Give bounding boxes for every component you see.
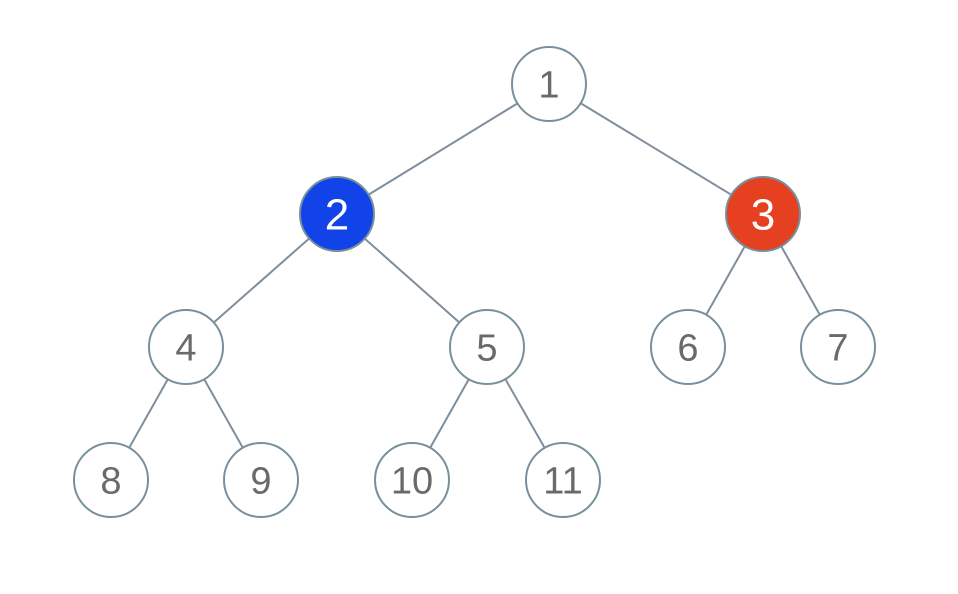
tree-node-7[interactable]: [800, 309, 876, 385]
tree-node-5[interactable]: [449, 309, 525, 385]
tree-node-group-7: 7: [800, 309, 876, 385]
tree-node-2[interactable]: [299, 176, 375, 252]
tree-node-group-3: 3: [725, 176, 801, 252]
tree-node-group-6: 6: [650, 309, 726, 385]
tree-node-group-2: 2: [299, 176, 375, 252]
tree-node-3[interactable]: [725, 176, 801, 252]
tree-edge-1-3: [548, 83, 764, 215]
tree-node-1[interactable]: [511, 46, 587, 122]
tree-node-10[interactable]: [374, 442, 450, 518]
tree-node-group-9: 9: [223, 442, 299, 518]
tree-node-group-1: 1: [511, 46, 587, 122]
tree-node-group-11: 11: [525, 442, 601, 518]
tree-node-group-4: 4: [148, 309, 224, 385]
tree-edge-1-2: [336, 83, 550, 215]
tree-node-4[interactable]: [148, 309, 224, 385]
tree-node-8[interactable]: [73, 442, 149, 518]
tree-node-6[interactable]: [650, 309, 726, 385]
tree-node-group-10: 10: [374, 442, 450, 518]
tree-node-group-5: 5: [449, 309, 525, 385]
tree-node-11[interactable]: [525, 442, 601, 518]
tree-node-group-8: 8: [73, 442, 149, 518]
tree-node-9[interactable]: [223, 442, 299, 518]
